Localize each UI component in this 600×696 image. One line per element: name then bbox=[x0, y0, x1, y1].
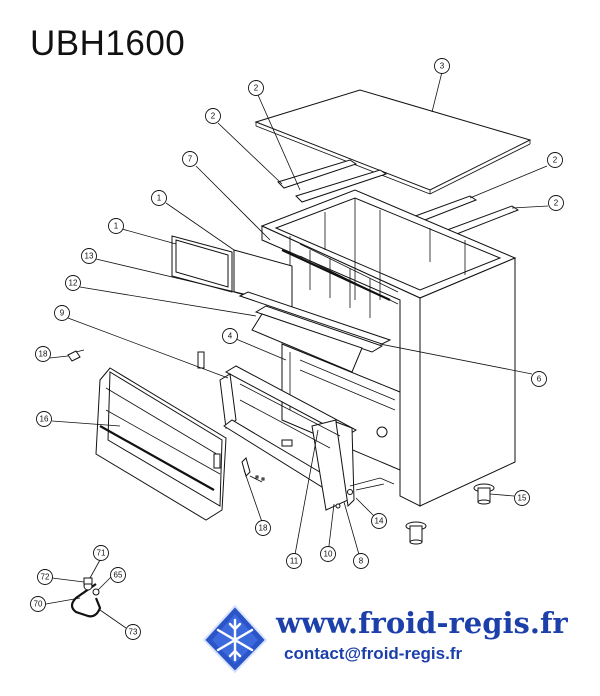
callout-71: 71 bbox=[93, 545, 109, 561]
leader-lines bbox=[45, 71, 549, 629]
svg-text:73: 73 bbox=[129, 628, 138, 637]
callout-15: 15 bbox=[514, 490, 530, 506]
svg-text:9: 9 bbox=[60, 309, 65, 318]
callout-12: 12 bbox=[65, 275, 81, 291]
svg-text:7: 7 bbox=[188, 155, 193, 164]
callout-16: 16 bbox=[36, 411, 52, 427]
svg-text:2: 2 bbox=[254, 84, 259, 93]
callout-2-b: 2 bbox=[205, 108, 221, 124]
svg-text:3: 3 bbox=[440, 62, 445, 71]
callout-1-a: 1 bbox=[151, 190, 167, 206]
svg-text:71: 71 bbox=[97, 549, 106, 558]
feet bbox=[405, 483, 495, 545]
callout-6: 6 bbox=[531, 371, 547, 387]
lid-panel bbox=[254, 89, 532, 191]
callout-10: 10 bbox=[320, 546, 336, 562]
callout-18-b: 18 bbox=[255, 520, 271, 536]
callout-73: 73 bbox=[125, 624, 141, 640]
callout-1-b: 1 bbox=[108, 218, 124, 234]
callout-8: 8 bbox=[353, 553, 369, 569]
callout-4: 4 bbox=[222, 328, 238, 344]
callout-7: 7 bbox=[182, 151, 198, 167]
cabinet-body bbox=[260, 189, 517, 507]
svg-text:10: 10 bbox=[324, 550, 333, 559]
callout-2-a: 2 bbox=[248, 80, 264, 96]
callout-13: 13 bbox=[81, 248, 97, 264]
svg-text:65: 65 bbox=[114, 571, 123, 580]
callout-14: 14 bbox=[371, 513, 387, 529]
contact-email[interactable]: contact@froid-regis.fr bbox=[284, 644, 463, 663]
drawer-frame bbox=[219, 365, 358, 511]
svg-text:1: 1 bbox=[114, 222, 119, 231]
callout-9: 9 bbox=[54, 305, 70, 321]
svg-text:15: 15 bbox=[518, 494, 527, 503]
callout-65: 65 bbox=[110, 567, 126, 583]
callout-11: 11 bbox=[286, 553, 302, 569]
svg-text:2: 2 bbox=[211, 112, 216, 121]
svg-text:2: 2 bbox=[553, 156, 558, 165]
glass-panels bbox=[171, 235, 293, 309]
snowflake-icon bbox=[216, 618, 254, 662]
svg-text:4: 4 bbox=[228, 332, 233, 341]
svg-text:18: 18 bbox=[259, 524, 268, 533]
callout-3: 3 bbox=[434, 58, 450, 74]
callout-70: 70 bbox=[30, 596, 46, 612]
callout-72: 72 bbox=[37, 569, 53, 585]
svg-text:13: 13 bbox=[85, 252, 94, 261]
heating-element bbox=[70, 577, 102, 618]
front-bar bbox=[238, 291, 392, 345]
svg-text:11: 11 bbox=[290, 557, 299, 566]
svg-text:70: 70 bbox=[34, 600, 43, 609]
svg-text:2: 2 bbox=[554, 199, 559, 208]
website-url[interactable]: www.froid-regis.fr bbox=[276, 606, 568, 640]
svg-text:1: 1 bbox=[157, 194, 162, 203]
svg-text:8: 8 bbox=[359, 557, 364, 566]
snowflake-logo bbox=[202, 604, 268, 674]
svg-text:16: 16 bbox=[40, 415, 49, 424]
svg-text:12: 12 bbox=[69, 279, 78, 288]
callout-2-d: 2 bbox=[548, 195, 564, 211]
callout-18-a: 18 bbox=[35, 346, 51, 362]
diagram-title: UBH1600 bbox=[30, 24, 186, 63]
svg-text:6: 6 bbox=[537, 375, 542, 384]
svg-text:14: 14 bbox=[375, 517, 384, 526]
drawer-door bbox=[95, 367, 227, 521]
svg-text:18: 18 bbox=[39, 350, 48, 359]
svg-text:72: 72 bbox=[41, 573, 50, 582]
callout-2-c: 2 bbox=[547, 152, 563, 168]
